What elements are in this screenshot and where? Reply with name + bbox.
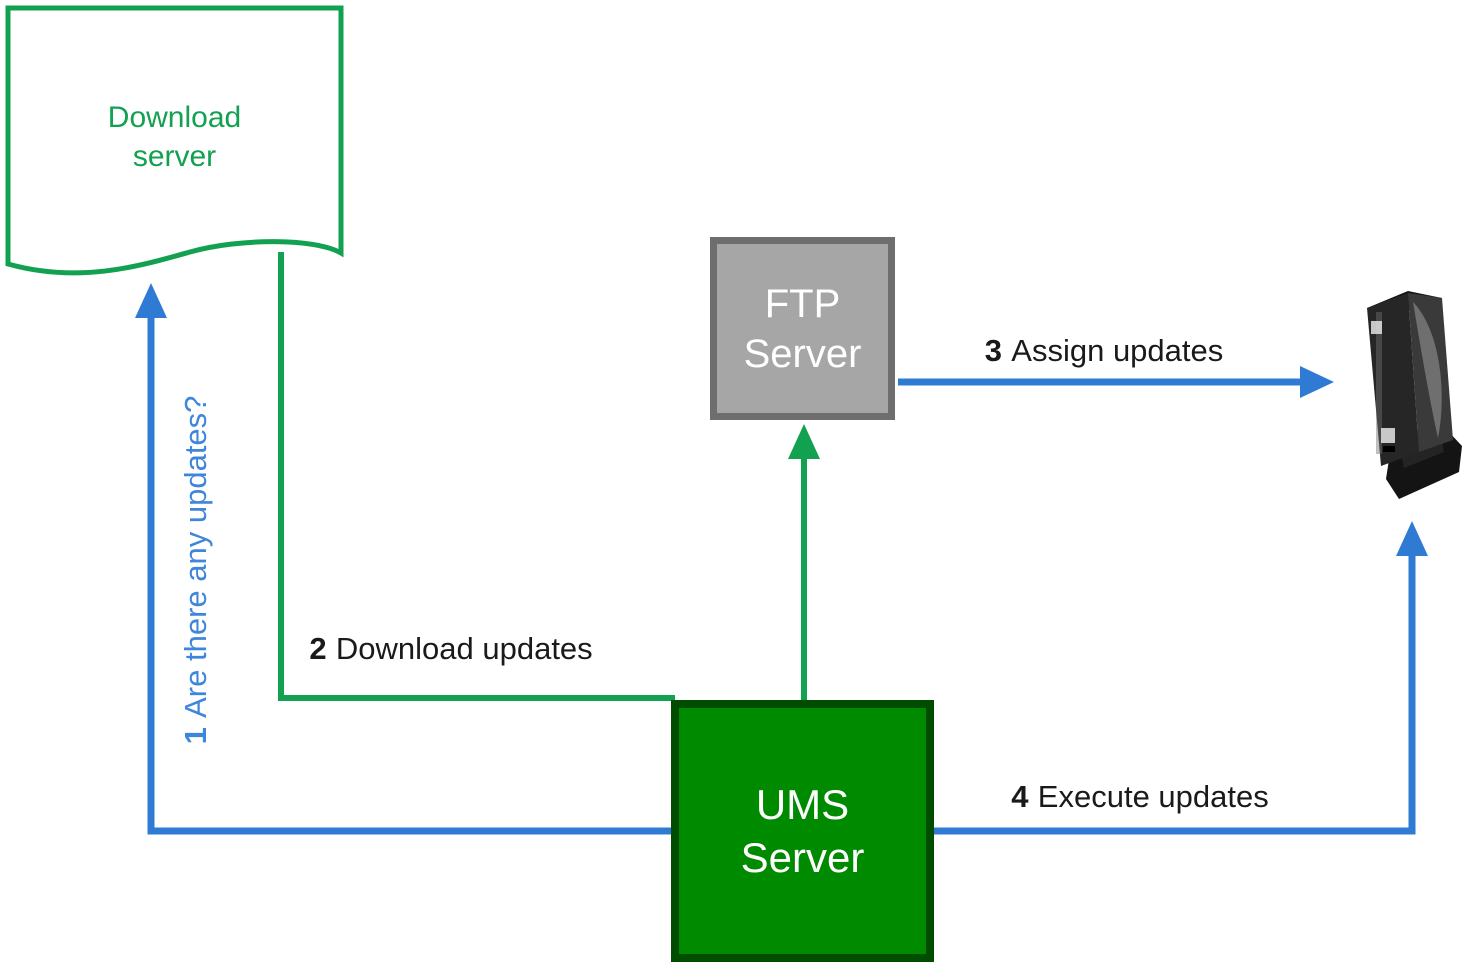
ftp-server-label-line1: FTP — [764, 281, 841, 326]
step3-arrowhead-icon — [1300, 366, 1334, 398]
step3-text: Assign updates — [1011, 333, 1224, 368]
step4-arrowhead-icon — [1396, 521, 1428, 556]
ums-server-label-line1: UMS — [755, 781, 850, 828]
step1-label: 1 Are there any updates? — [178, 396, 214, 745]
step2-text: Download updates — [335, 631, 593, 666]
ums-server-label-line2: Server — [740, 834, 865, 881]
step1-arrowhead-icon — [135, 283, 167, 318]
ums-to-ftp-arrowhead-icon — [788, 424, 820, 459]
ftp-server-node: FTP Server — [710, 237, 895, 420]
step2-download-updates-line — [278, 252, 675, 701]
thin-client-image — [1367, 291, 1462, 499]
download-server-node: Download server — [6, 98, 343, 176]
step4-number: 4 — [1011, 779, 1029, 814]
download-server-document-shape — [5, 5, 344, 276]
ums-server-node: UMS Server — [671, 700, 934, 962]
step1-number: 1 — [178, 727, 213, 745]
step2-number: 2 — [309, 631, 327, 666]
step3-label: 3 Assign updates — [985, 333, 1224, 369]
download-server-label-line1: Download — [107, 101, 242, 134]
download-server-label-line2: server — [132, 140, 217, 173]
ftp-server-label-line2: Server — [743, 331, 862, 376]
step1-text: Are there any updates? — [178, 395, 213, 718]
step3-number: 3 — [984, 333, 1002, 368]
step4-text: Execute updates — [1037, 779, 1269, 814]
